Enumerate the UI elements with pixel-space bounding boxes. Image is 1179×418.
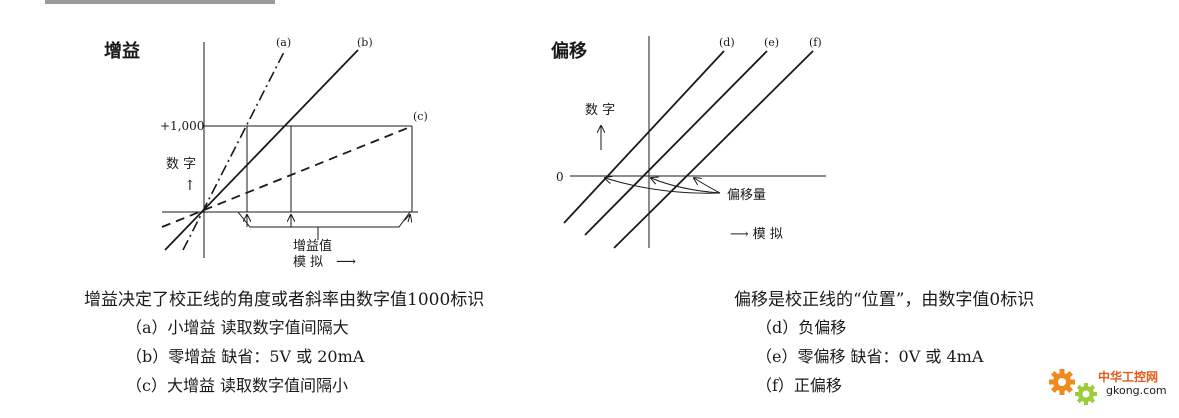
gain-curve-a-line: [182, 51, 285, 251]
offset-diagram: [563, 36, 826, 249]
offset-amount-label: 偏移量: [727, 188, 766, 203]
offset-pointer-d: [605, 178, 721, 194]
gain-item-c: （c）大增益 读取数字值间隔小: [126, 376, 349, 395]
cropped-top-text: [45, 0, 275, 4]
offset-zero-tick: 0: [556, 170, 564, 184]
offset-curve-e-line: [584, 50, 768, 236]
gain-labels: 增益 (a) (b) (c) +1,000 数 字 ↑ 增益值 模 拟 ⟶: [104, 36, 428, 270]
gain-up-arrow: ↑: [184, 178, 196, 194]
gain-right-arrow: ⟶: [336, 254, 356, 270]
offset-analog-label: ⟶ 模 拟: [730, 227, 783, 242]
offset-item-d: （d）负偏移: [756, 318, 847, 337]
offset-pointer-f: [694, 178, 721, 194]
gain-caption: 增益决定了校正线的角度或者斜率由数字值1000标识: [84, 290, 485, 310]
gain-y-tick-1000: +1,000: [160, 119, 204, 133]
offset-curve-d-label: (d): [719, 36, 735, 49]
gain-bracket: [237, 211, 411, 228]
offset-curve-e-label: (e): [764, 36, 779, 49]
offset-digital-label: 数 字: [585, 103, 615, 118]
gain-diagram: [161, 42, 418, 258]
offset-labels: 偏移 (d) (e) (f) 数 字 0 偏移量 ⟶ 模 拟: [551, 36, 822, 242]
offset-pointer-e: [651, 178, 721, 194]
offset-item-f: （f）正偏移: [756, 376, 842, 395]
gain-title: 增益: [104, 40, 140, 62]
gain-curve-a-label: (a): [276, 36, 291, 49]
gain-item-b: （b）零增益 缺省：5V 或 20mA: [126, 347, 365, 366]
gain-analog-label: 模 拟: [293, 255, 323, 270]
gear-icon: [1049, 369, 1097, 405]
gain-curve-b-label: (b): [357, 36, 373, 49]
watermark: 中华工控网 gkong.com: [1048, 362, 1173, 410]
offset-caption: 偏移是校正线的“位置”，由数字值0标识: [734, 290, 1035, 310]
gain-curve-b-line: [164, 49, 359, 251]
offset-curve-f-line: [613, 50, 814, 249]
gain-curve-c-label: (c): [413, 110, 428, 123]
watermark-cn: 中华工控网: [1098, 370, 1159, 384]
gain-digital-label: 数 字: [166, 157, 196, 172]
watermark-en: gkong.com: [1106, 384, 1167, 397]
offset-curve-f-label: (f): [809, 36, 822, 49]
gain-value-label: 增益值: [293, 238, 332, 254]
gain-item-a: （a）小增益 读取数字值间隔大: [126, 318, 349, 337]
offset-curve-d-line: [563, 50, 725, 224]
gain-bracket-arrow-c: [408, 215, 410, 222]
offset-title: 偏移: [551, 40, 587, 62]
offset-item-e: （e）零偏移 缺省：0V 或 4mA: [756, 347, 984, 366]
